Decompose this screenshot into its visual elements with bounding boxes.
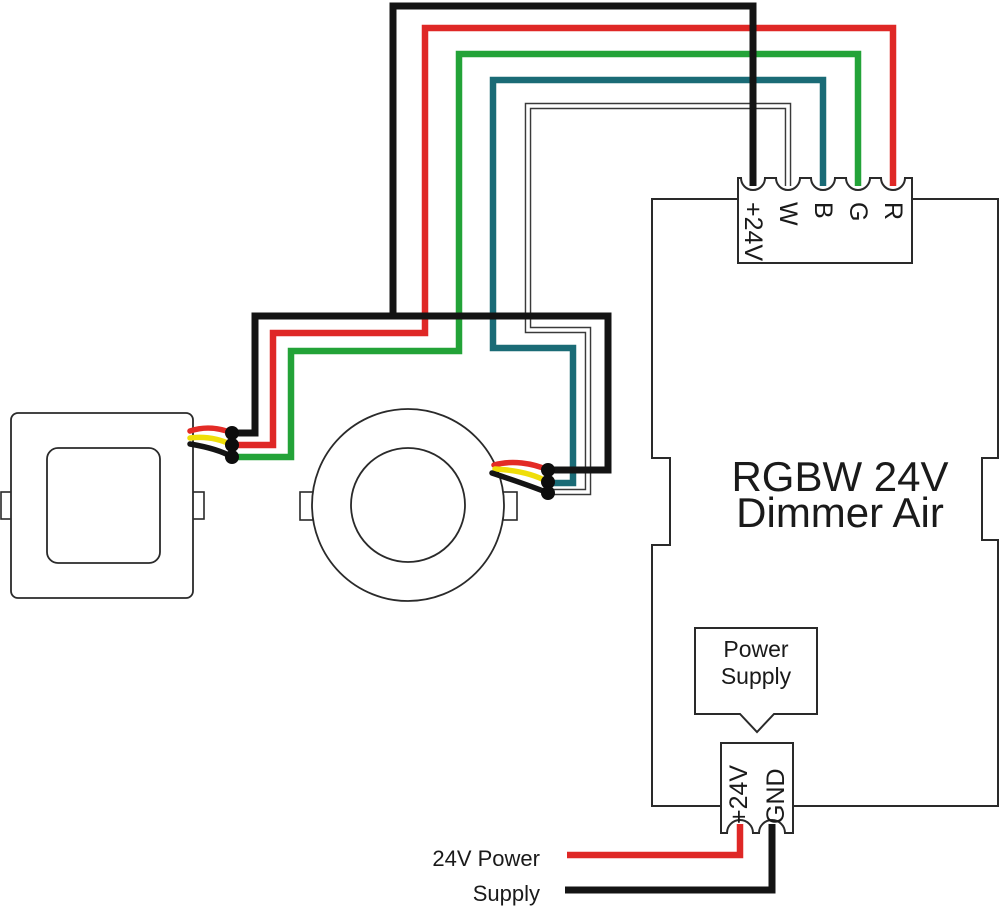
terminal-label-gnd: GND [762,768,790,824]
bottom-terminal-block [720,742,794,834]
junction-dots [225,426,555,500]
wire-r-red [232,24,897,449]
power-supply-callout [694,627,818,734]
square-downlight-fixture [0,412,205,599]
top-terminal-block [737,177,913,264]
junction-dot [225,426,239,440]
wire-24v-black-feed [389,2,757,316]
callout-line2: Supply [721,663,792,689]
terminal-label-24v-in: +24V [725,765,753,824]
supply-wire-black-gnd [565,824,776,894]
terminal-label-r: R [879,202,907,220]
dimmer-title: RGBW 24V Dimmer Air [731,453,948,536]
round-fixture-lens [350,447,466,563]
square-fixture-lens [46,447,161,564]
terminal-label-w: W [774,202,802,226]
wire-g-green [232,50,862,461]
power-source-label: 24V Power Supply [432,846,540,906]
round-downlight-fixture [299,408,518,602]
power-supply-callout-text: Power Supply [721,636,792,689]
dimmer-title-line2: Dimmer Air [736,489,944,536]
wire-b-blue [489,76,827,487]
terminal-label-b: B [809,202,837,219]
bottom-terminal-labels: +24V GND [725,765,790,824]
terminal-label-g: G [844,202,872,221]
terminal-label-24v: +24V [739,202,767,261]
supply-wire-red-24v [567,824,744,859]
junction-dot [225,450,239,464]
power-source-line2: Supply [473,881,540,906]
round-fixture-right-tab [502,491,518,521]
junction-dot [541,463,555,477]
callout-line1: Power [723,636,789,662]
top-terminal-labels: +24V W B G R [739,202,907,261]
junction-dot [225,438,239,452]
wire-24v-black-bus [232,312,612,474]
round-fixture-left-tab [299,491,314,521]
dimmer-title-line1: RGBW 24V [731,453,948,500]
junction-dot [541,475,555,489]
junction-dot [541,486,555,500]
wire-w-white-core [526,104,790,494]
power-source-line1: 24V Power [432,846,540,871]
